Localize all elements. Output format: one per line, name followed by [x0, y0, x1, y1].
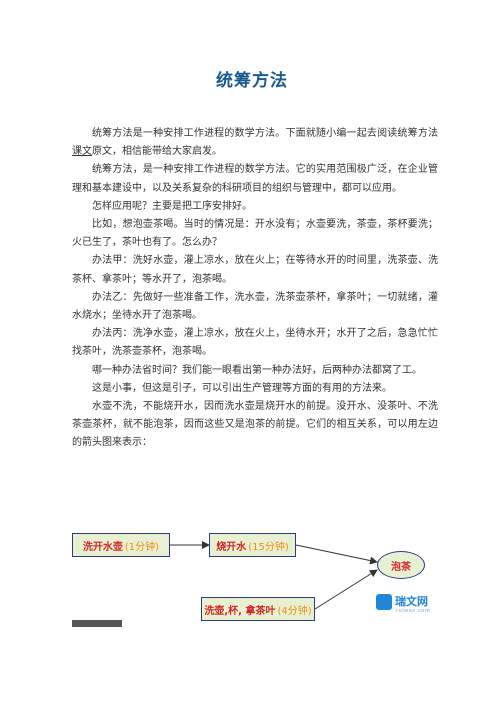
ruiwen-logo-icon — [376, 594, 392, 610]
watermark-url: ruiwen.com — [396, 608, 431, 614]
link-kewen[interactable]: 课文 — [72, 146, 92, 158]
paragraph: 统筹方法是一种安排工作进程的数学方法。下面就随小编一起去阅读统筹方法课文原文，相… — [72, 128, 438, 158]
document-body: 统筹方法是一种安排工作进程的数学方法。下面就随小编一起去阅读统筹方法课文原文，相… — [72, 125, 438, 453]
paragraph: 比如，想泡壶茶喝。当时的情况是：开水没有；水壶要洗，茶壶，茶杯要洗；火已生了，茶… — [72, 219, 438, 249]
arrow-boil-to-tea — [295, 544, 378, 565]
paragraph: 怎样应用呢？主要是把工序安排好。 — [92, 200, 252, 212]
paragraph: 哪一种办法省时间？我们能一眼看出第一种办法好，后两种办法都窝了工。 — [92, 364, 422, 376]
image-fragment — [72, 620, 122, 627]
node-wash-cups-get-tea: 洗壶,杯, 拿茶叶(4分钟) — [201, 597, 315, 621]
paragraph: 办法乙：先做好一些准备工作，洗水壶，洗茶壶茶杯，拿茶叶；一切就绪，灌水烧水；坐待… — [72, 291, 438, 322]
node-wash-kettle: 洗开水壶(1分钟) — [72, 533, 170, 557]
document-title: 统筹方法 — [216, 71, 288, 91]
paragraph: 这是小事，但这是引子，可以引出生产管理等方面的有用的方法来。 — [92, 382, 392, 394]
paragraph: 办法丙：洗净水壶，灌上凉水，放在火上，坐待水开；水开了之后，急急忙忙找茶叶，洗茶… — [72, 328, 438, 358]
paragraph: 水壶不洗，不能烧开水，因而洗水壶是烧开水的前提。没开水、没茶叶、不洗茶壶茶杯，就… — [72, 401, 438, 449]
paragraph: 统筹方法，是一种安排工作进程的数学方法。它的实用范围极广泛，在企业管理和基本建设… — [72, 164, 438, 194]
node-boil-water: 烧开水(15分钟) — [209, 533, 296, 557]
watermark-logo: 瑞文网 ruiwen.com — [376, 592, 440, 618]
node-make-tea: 泡茶 — [377, 551, 425, 579]
arrow-prep-to-tea — [314, 569, 378, 610]
watermark-brand: 瑞文网 — [395, 595, 428, 608]
paragraph: 办法甲：洗好水壶，灌上凉水，放在火上；在等待水开的时间里，洗茶壶、洗茶杯、拿茶叶… — [72, 255, 438, 285]
